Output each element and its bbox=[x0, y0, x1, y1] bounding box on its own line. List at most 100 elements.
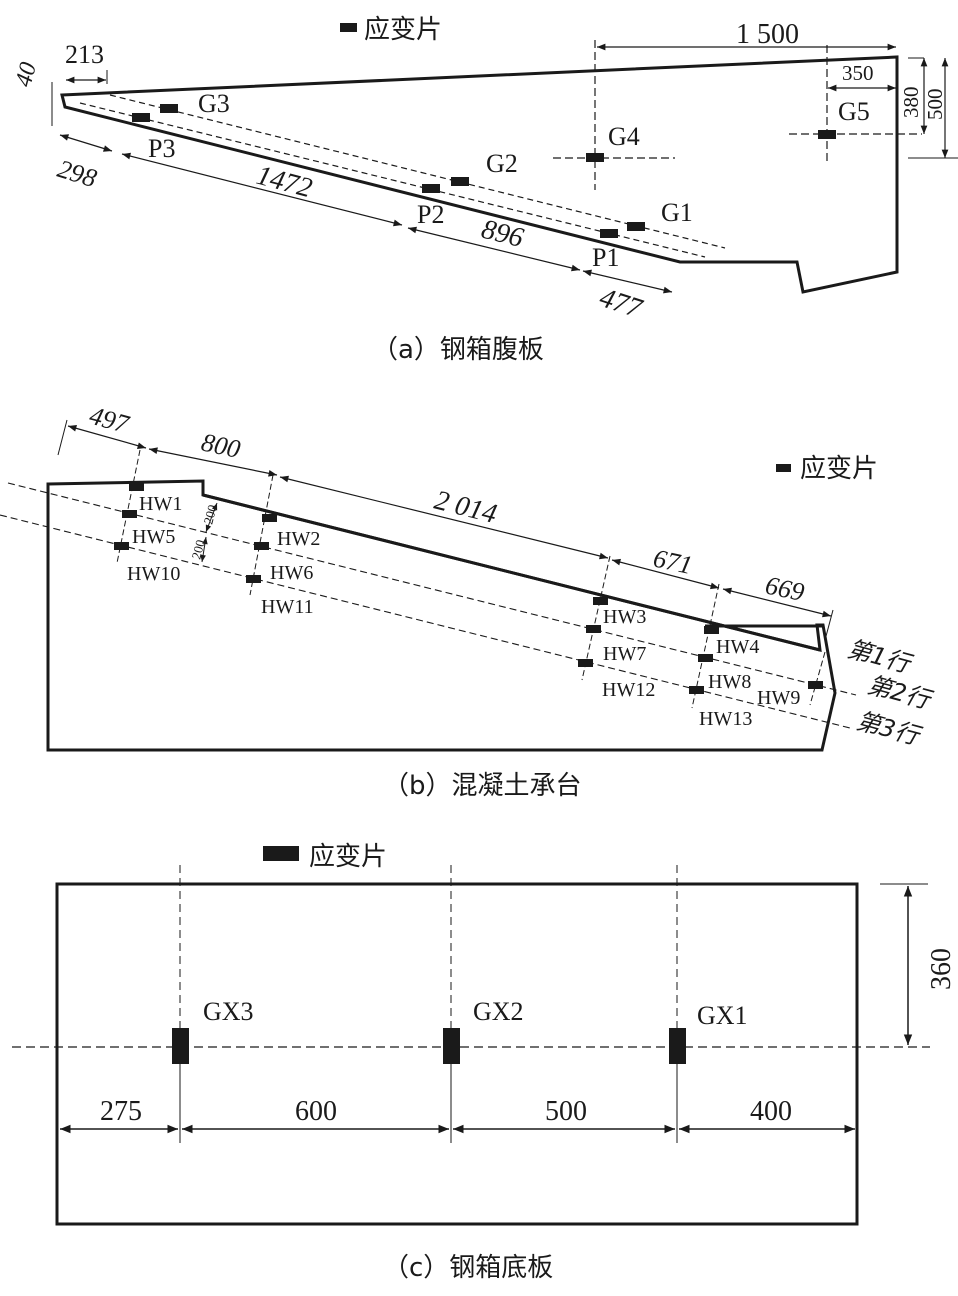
gauge-hw8 bbox=[698, 654, 713, 662]
caption-c: （c）钢箱底板 bbox=[383, 1253, 553, 1283]
legend-label-b: 应变片 bbox=[800, 454, 878, 484]
dim-497-line bbox=[67, 425, 147, 449]
dim-ext-5 bbox=[824, 609, 834, 641]
label-hw11: HW11 bbox=[261, 596, 314, 618]
label-gx1: GX1 bbox=[697, 1001, 748, 1030]
gauge-hw10 bbox=[114, 542, 129, 550]
bottom-plate-outline bbox=[55, 882, 859, 1226]
dim-200a: 200 bbox=[200, 503, 220, 526]
gauge-g2 bbox=[451, 177, 469, 186]
dim-800: 800 bbox=[199, 428, 243, 464]
label-hw5: HW5 bbox=[132, 526, 175, 548]
label-g4: G4 bbox=[608, 122, 640, 151]
gauge-hw1 bbox=[129, 483, 144, 491]
dim-380: 380 bbox=[899, 87, 923, 119]
gauge-hw6 bbox=[254, 542, 269, 550]
row-2-line bbox=[7, 482, 857, 696]
panel-a-web-plate: 应变片 G4 G5 G3 P3 G2 P2 G1 P1 213 bbox=[11, 15, 958, 365]
panel-c-bottom-plate: 应变片 GX3 GX2 GX1 275 600 500 400 360 （c）钢… bbox=[12, 842, 957, 1283]
column-line-5 bbox=[809, 651, 826, 706]
dim-213: 213 bbox=[65, 40, 104, 69]
gauge-hw5 bbox=[122, 510, 137, 518]
dim-2014: 2 014 bbox=[431, 485, 500, 530]
label-gx2: GX2 bbox=[473, 997, 524, 1026]
legend-label-a: 应变片 bbox=[364, 15, 442, 45]
dim-2014-line bbox=[279, 475, 609, 560]
dim-671: 671 bbox=[651, 544, 695, 580]
dim-1472-line bbox=[121, 152, 403, 227]
label-g2: G2 bbox=[486, 149, 518, 178]
dim-477: 477 bbox=[596, 282, 646, 325]
gauge-g3 bbox=[160, 104, 178, 113]
gauge-g5 bbox=[818, 130, 836, 139]
dim-669-line bbox=[722, 587, 832, 618]
gauge-hw11 bbox=[246, 575, 261, 583]
row-label-3: 第3行 bbox=[853, 707, 924, 751]
column-line-3 bbox=[581, 555, 611, 681]
dim-298: 298 bbox=[54, 154, 100, 193]
gauge-gx2 bbox=[443, 1028, 460, 1064]
dim-1500: 1 500 bbox=[736, 19, 799, 50]
row-3-line bbox=[0, 514, 851, 729]
dim-350: 350 bbox=[842, 61, 874, 85]
gauge-line-upper bbox=[109, 94, 726, 249]
gauge-p2 bbox=[422, 184, 440, 193]
column-line-4 bbox=[691, 583, 720, 709]
dim-400: 400 bbox=[750, 1096, 792, 1127]
label-g3: G3 bbox=[198, 89, 230, 118]
dim-ext-0 bbox=[57, 419, 68, 456]
gauge-hw9 bbox=[808, 681, 823, 689]
dim-500: 500 bbox=[923, 89, 947, 121]
dim-800-line bbox=[148, 447, 278, 477]
dim-200a-line bbox=[205, 502, 218, 533]
label-g5: G5 bbox=[838, 97, 870, 126]
dim-896: 896 bbox=[478, 214, 526, 254]
gauge-p1 bbox=[600, 229, 618, 238]
caption-b: （b）混凝土承台 bbox=[383, 771, 582, 801]
dim-40: 40 bbox=[11, 60, 42, 90]
dim-477-line bbox=[582, 269, 673, 294]
gauge-gx3 bbox=[172, 1028, 189, 1064]
label-hw2: HW2 bbox=[277, 528, 320, 550]
dim-671-line bbox=[611, 558, 720, 590]
dim-200b: 200 bbox=[188, 538, 208, 561]
label-hw10: HW10 bbox=[127, 563, 180, 585]
legend-label-c: 应变片 bbox=[309, 842, 387, 872]
dim-298-line bbox=[59, 134, 113, 152]
dim-896-line bbox=[407, 226, 581, 272]
label-p2: P2 bbox=[417, 200, 444, 229]
label-hw7: HW7 bbox=[603, 643, 646, 665]
strain-gauge-legend-icon-b bbox=[776, 464, 791, 472]
row-label-2: 第2行 bbox=[864, 671, 935, 715]
dim-500c: 500 bbox=[545, 1096, 587, 1127]
panel-b-concrete-cap: 应变片 HW1 HW2 HW3 HW4 HW5 HW6 HW7 H bbox=[0, 401, 936, 801]
label-hw8: HW8 bbox=[708, 671, 751, 693]
label-hw13: HW13 bbox=[699, 708, 752, 730]
gauge-hw3 bbox=[593, 597, 608, 605]
strain-gauge-legend-icon-c bbox=[263, 846, 299, 861]
label-hw1: HW1 bbox=[139, 493, 182, 515]
gauge-g1 bbox=[627, 222, 645, 231]
dim-360: 360 bbox=[926, 948, 957, 990]
gauge-hw7 bbox=[586, 625, 601, 633]
gauge-gx1 bbox=[669, 1028, 686, 1064]
label-gx3: GX3 bbox=[203, 997, 254, 1026]
gauge-hw12 bbox=[578, 659, 593, 667]
dim-600: 600 bbox=[295, 1096, 337, 1127]
gauge-hw13 bbox=[689, 686, 704, 694]
strain-gauge-legend-icon bbox=[340, 23, 357, 32]
caption-a: （a）钢箱腹板 bbox=[372, 335, 544, 365]
gauge-hw4 bbox=[704, 626, 719, 634]
gauge-p3 bbox=[132, 113, 150, 122]
dim-275: 275 bbox=[100, 1096, 142, 1127]
web-plate-outline bbox=[60, 55, 899, 294]
label-hw9: HW9 bbox=[757, 687, 800, 709]
label-hw4: HW4 bbox=[716, 636, 759, 658]
label-hw12: HW12 bbox=[602, 679, 655, 701]
label-hw3: HW3 bbox=[603, 606, 646, 628]
label-p1: P1 bbox=[592, 243, 619, 272]
gauge-hw2 bbox=[262, 514, 277, 522]
dim-669: 669 bbox=[763, 571, 807, 607]
label-g1: G1 bbox=[661, 198, 693, 227]
